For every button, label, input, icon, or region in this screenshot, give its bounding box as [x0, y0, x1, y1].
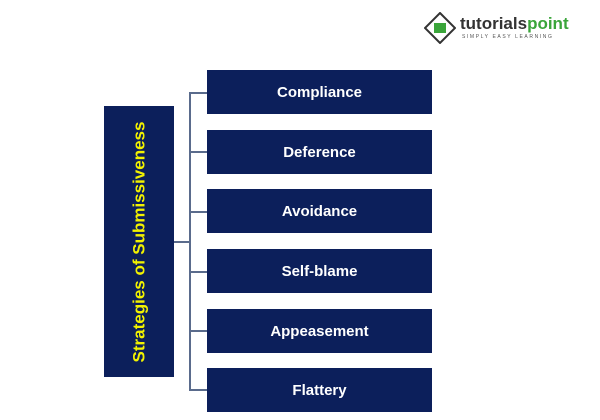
connector-branch	[189, 92, 207, 94]
logo-diamond-icon	[424, 12, 456, 44]
connector-branch	[189, 151, 207, 153]
item-flattery: Flattery	[207, 368, 432, 412]
item-compliance: Compliance	[207, 70, 432, 114]
connector-spine	[189, 92, 191, 391]
item-self-blame: Self-blame	[207, 249, 432, 293]
tutorialspoint-logo: tutorialspoint SIMPLY EASY LEARNING	[424, 8, 574, 48]
item-appeasement: Appeasement	[207, 309, 432, 353]
connector-branch	[189, 271, 207, 273]
root-node: Strategies of Submissiveness	[104, 106, 174, 377]
logo-text-b: point	[527, 14, 569, 33]
connector-root	[174, 241, 190, 243]
logo-tagline: SIMPLY EASY LEARNING	[462, 34, 554, 40]
logo-text-a: tutorials	[460, 14, 528, 33]
root-label: Strategies of Submissiveness	[129, 121, 148, 362]
item-deference: Deference	[207, 130, 432, 174]
connector-branch	[189, 389, 207, 391]
item-avoidance: Avoidance	[207, 189, 432, 233]
connector-branch	[189, 211, 207, 213]
connector-branch	[189, 330, 207, 332]
